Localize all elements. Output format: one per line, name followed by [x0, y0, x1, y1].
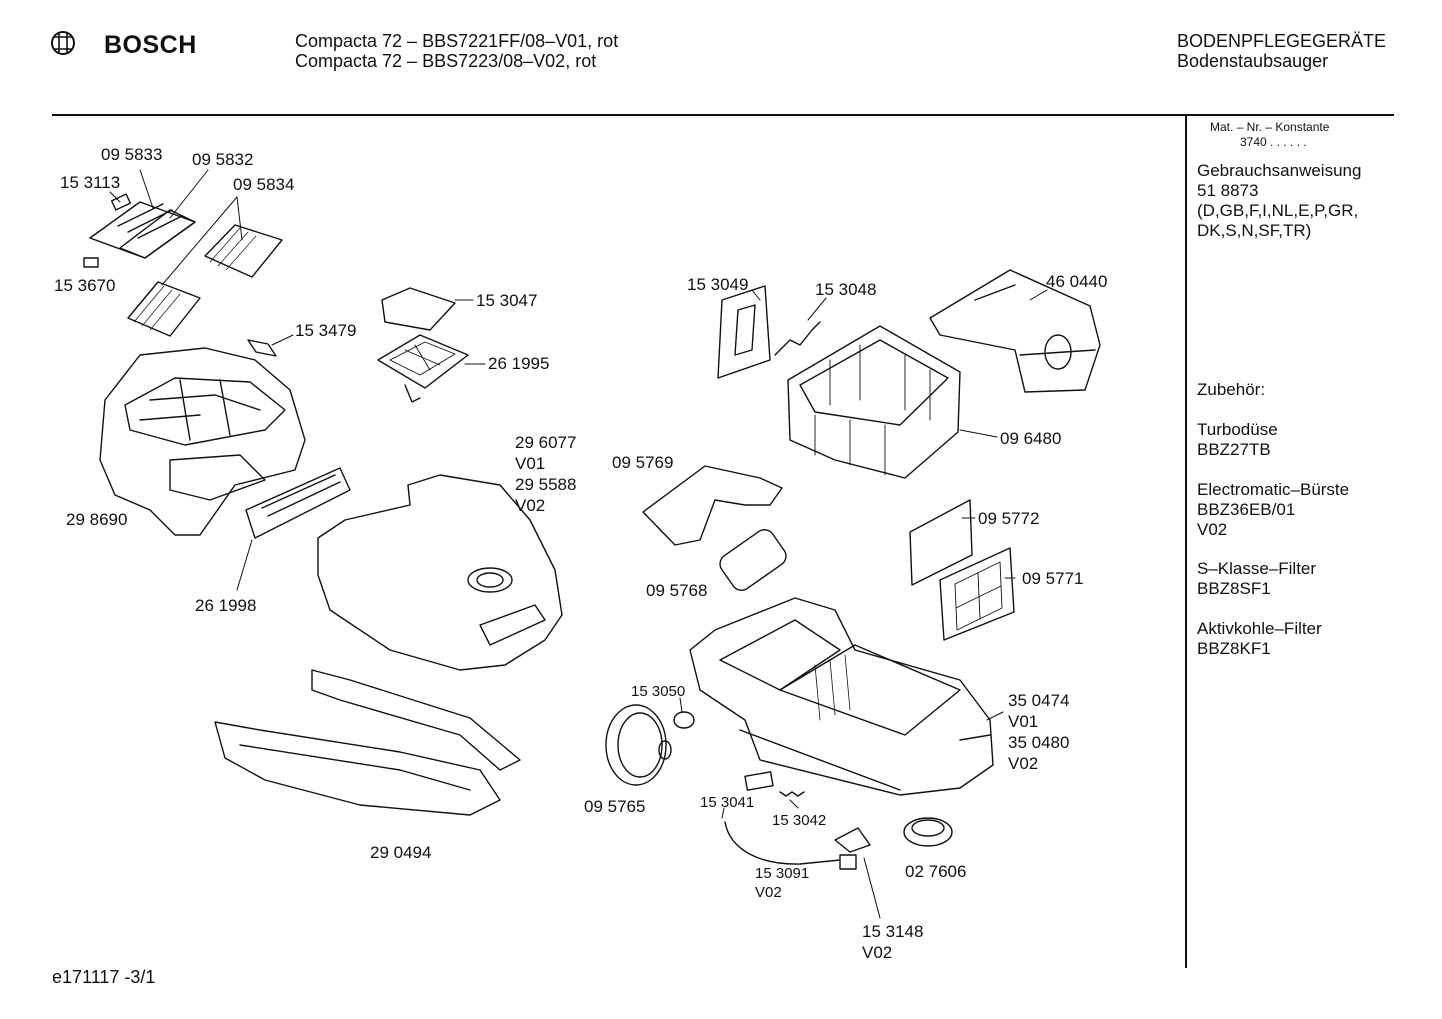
- part-label: 26 1995: [488, 354, 550, 373]
- accessory-4-name: Aktivkohle–Filter: [1197, 619, 1322, 638]
- part-label: 15 3048: [815, 280, 877, 299]
- part-variant: V02: [515, 496, 546, 515]
- bag-basket-drawing: [787, 325, 961, 479]
- gasket-plate-drawing: [642, 465, 787, 591]
- accessory-2-code: BBZ36EB/01: [1197, 500, 1296, 519]
- part-label: 02 7606: [905, 862, 967, 881]
- bosch-logo-icon: [51, 31, 75, 55]
- part-label: 29 0494: [370, 843, 432, 862]
- accessory-1-code: BBZ27TB: [1197, 440, 1271, 459]
- accessory-2-variant: V02: [1197, 520, 1228, 539]
- part-label: 15 3091: [755, 865, 810, 882]
- housing-rear-drawing: [99, 347, 306, 536]
- header-divider: [52, 114, 1394, 116]
- part-variant: V01: [1008, 712, 1039, 731]
- part-variant: V02: [862, 943, 893, 962]
- accessory-2-name: Electromatic–Bürste: [1197, 480, 1350, 499]
- accessories-title: Zubehör:: [1197, 380, 1266, 399]
- document-id: e171117 -3/1: [52, 967, 156, 987]
- part-label: 09 5834: [233, 175, 295, 194]
- model-line-1: Compacta 72 – BBS7221FF/08–V01, rot: [295, 31, 619, 51]
- part-label: 15 3050: [631, 683, 686, 700]
- part-variant: V02: [755, 884, 782, 901]
- manual-languages-1: (D,GB,F,I,NL,E,P,GR,: [1197, 201, 1359, 220]
- part-label: 15 3670: [54, 276, 116, 295]
- part-label: 15 3047: [476, 291, 538, 310]
- part-label: 15 3049: [687, 275, 749, 294]
- brand-name: BOSCH: [104, 31, 197, 59]
- part-label: 09 5765: [584, 797, 646, 816]
- part-label: 15 3148: [862, 922, 924, 941]
- accessory-4-code: BBZ8KF1: [1197, 639, 1271, 658]
- part-label: 46 0440: [1046, 272, 1108, 291]
- bag-holder-drawing: [717, 285, 821, 379]
- top-cover-drawing: [317, 474, 563, 671]
- bumper-strip-drawing: [214, 669, 521, 816]
- manual-number: 51 8873: [1197, 181, 1259, 200]
- part-label: 26 1998: [195, 596, 257, 615]
- wheel-drawing: [605, 704, 695, 786]
- accessory-1-name: Turbodüse: [1197, 420, 1278, 439]
- part-label: 15 3041: [700, 794, 755, 811]
- accessory-3-name: S–Klasse–Filter: [1197, 559, 1317, 578]
- filter-cassette-drawing: [83, 193, 283, 357]
- part-label: 09 5768: [646, 581, 708, 600]
- part-label: 09 6480: [1000, 429, 1062, 448]
- part-variant: V01: [515, 454, 546, 473]
- base-housing-drawing: [689, 597, 994, 796]
- part-label: 09 5769: [612, 453, 674, 472]
- mat-nr-label: Mat. – Nr. – Konstante: [1210, 120, 1330, 134]
- manual-languages-2: DK,S,N,SF,TR): [1197, 221, 1312, 240]
- manual-title: Gebrauchsanweisung: [1197, 161, 1362, 180]
- part-label: 09 5772: [978, 509, 1040, 528]
- part-label: 09 5833: [101, 145, 163, 164]
- exhaust-filter-drawing: [377, 287, 469, 403]
- small-parts-drawing: [724, 771, 953, 870]
- dust-bag-drawing: [929, 269, 1101, 393]
- part-label: 15 3113: [60, 173, 121, 192]
- category-title: BODENPFLEGEGERÄTE: [1177, 31, 1387, 51]
- model-line-2: Compacta 72 – BBS7223/08–V02, rot: [295, 51, 597, 71]
- part-label: 29 6077: [515, 433, 577, 452]
- part-label: 15 3479: [295, 321, 357, 340]
- part-variant: V02: [1008, 754, 1039, 773]
- part-label: 15 3042: [772, 812, 827, 829]
- grille-drawing: [245, 467, 351, 539]
- mat-nr-value: 3740 . . . . . .: [1240, 135, 1307, 149]
- part-label: 29 5588: [515, 475, 577, 494]
- leader-lines: [109, 169, 1048, 919]
- subcategory-title: Bodenstaubsauger: [1177, 51, 1329, 71]
- part-label: 35 0480: [1008, 733, 1070, 752]
- accessory-3-code: BBZ8SF1: [1197, 579, 1271, 598]
- part-label: 35 0474: [1008, 691, 1070, 710]
- part-label: 09 5832: [192, 150, 254, 169]
- part-label: 09 5771: [1022, 569, 1084, 588]
- motor-filter-drawing: [909, 499, 1015, 641]
- sidebar-divider: [1185, 116, 1187, 968]
- part-label: 29 8690: [66, 510, 128, 529]
